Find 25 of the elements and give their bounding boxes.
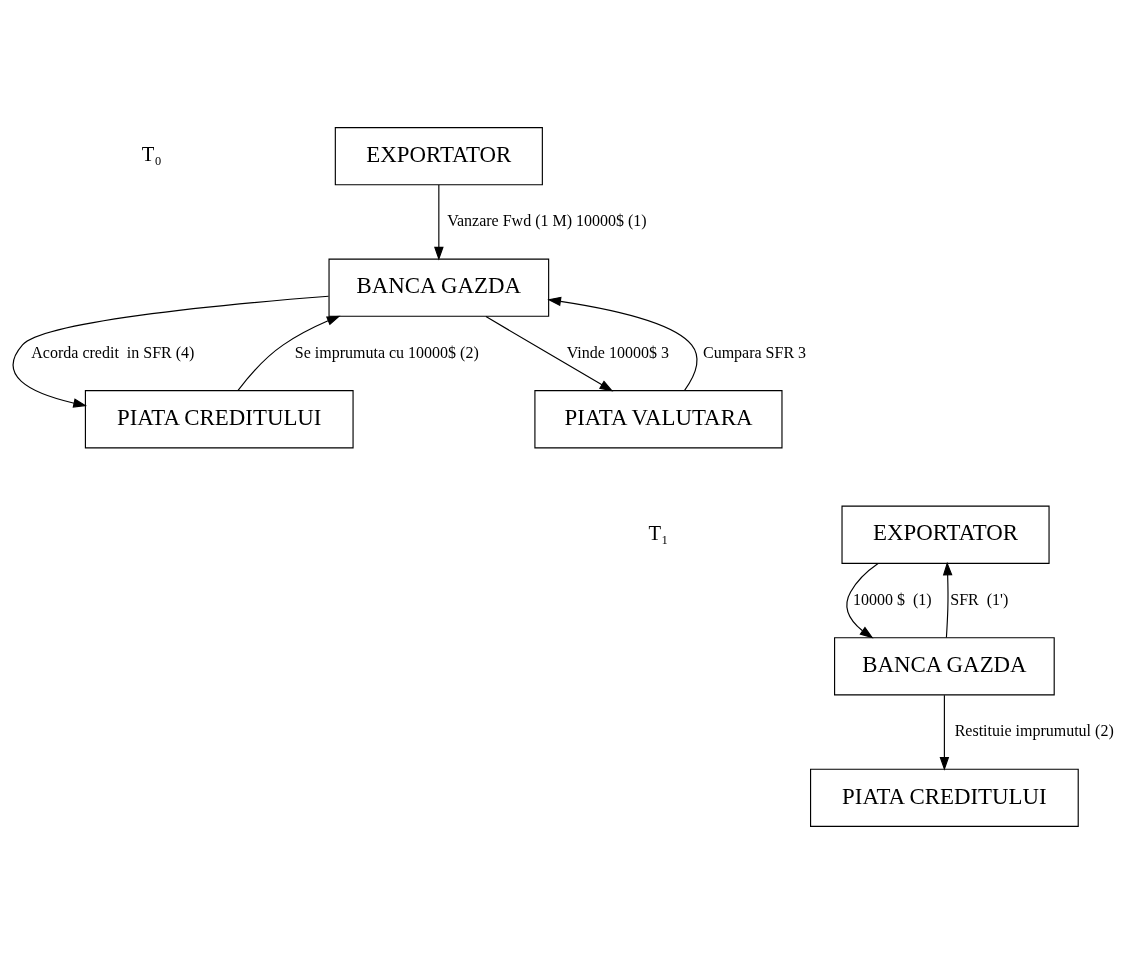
edge-label: SFR (1') [950, 590, 1009, 608]
node-box: EXPORTATOR [334, 126, 543, 185]
node-box: BANCA GAZDA [834, 636, 1055, 695]
edge-label: Cumpara SFR 3 [702, 343, 807, 361]
edge-label: Vanzare Fwd (1 M) 10000$ (1) [447, 211, 647, 229]
arrow [939, 694, 950, 771]
arrow [846, 562, 879, 638]
node-box: PIATA VALUTARA [534, 389, 783, 448]
edge-label: Acorda credit in SFR (4) [31, 343, 195, 361]
arrow [547, 296, 698, 391]
edge-label: Vinde 10000$ 3 [566, 343, 669, 361]
arrow [12, 295, 330, 408]
node-box: PIATA CREDITULUI [84, 389, 354, 448]
arrow [485, 315, 614, 391]
label: T₁ [648, 521, 669, 544]
edge-label: 10000 $ (1) [853, 590, 932, 608]
edge-label: Se imprumuta cu 10000$ (2) [294, 343, 479, 361]
node-box: BANCA GAZDA [328, 258, 550, 317]
arrow [237, 315, 341, 391]
arrow [942, 561, 953, 638]
edge-label: Restituie imprumutul (2) [954, 721, 1114, 739]
arrow [434, 183, 444, 261]
label: T₀ [141, 142, 162, 165]
node-box: PIATA CREDITULUI [810, 768, 1079, 827]
node-box: EXPORTATOR [841, 505, 1050, 564]
